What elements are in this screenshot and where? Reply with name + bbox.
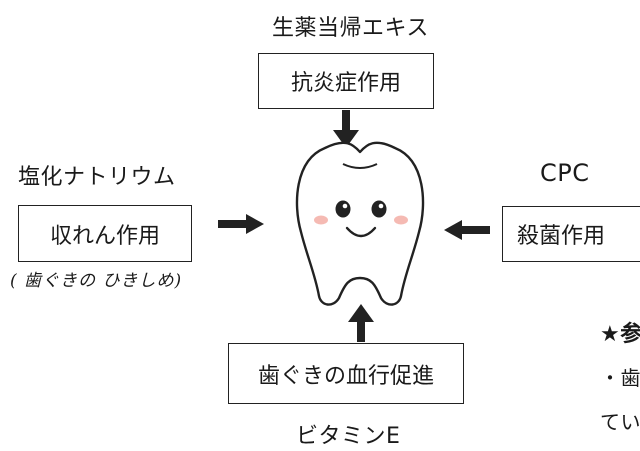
arrow-left-right — [444, 220, 490, 240]
left-effect-label: 収れん作用 — [49, 223, 160, 249]
left-effect-box: 収れん作用 — [18, 205, 192, 262]
arrow-down-top — [333, 110, 359, 148]
top-effect-box: 抗炎症作用 — [258, 53, 434, 109]
right-eye — [371, 200, 387, 218]
arrow-right-left — [218, 214, 264, 234]
right-cheek — [394, 215, 408, 225]
aside-title: ★参 — [600, 322, 640, 347]
top-effect-label: 抗炎症作用 — [290, 71, 401, 96]
right-effect-box: 殺菌作用 — [502, 206, 640, 262]
top-ingredient-label: 生薬当帰エキス — [272, 16, 429, 41]
left-handwritten-note: ( 歯ぐきの ひきしめ) — [10, 271, 183, 291]
tooth-outline — [295, 141, 425, 306]
bottom-effect-label: 歯ぐきの血行促進 — [257, 363, 434, 389]
left-ingredient-label: 塩化ナトリウム — [18, 165, 176, 190]
right-ingredient-label: CPC — [540, 159, 590, 187]
left-cheek — [314, 215, 328, 225]
arrow-up-bottom — [348, 304, 374, 342]
tooth-top-line — [342, 163, 378, 169]
left-eye — [335, 200, 351, 218]
aside-line-1: ・歯 — [600, 366, 640, 390]
aside-line-2: てい — [600, 410, 640, 434]
bottom-ingredient-label: ビタミンE — [296, 424, 401, 449]
smile — [345, 226, 377, 238]
bottom-effect-box: 歯ぐきの血行促進 — [228, 343, 464, 404]
tooth-mascot — [295, 141, 425, 306]
right-effect-label: 殺菌作用 — [517, 224, 606, 249]
